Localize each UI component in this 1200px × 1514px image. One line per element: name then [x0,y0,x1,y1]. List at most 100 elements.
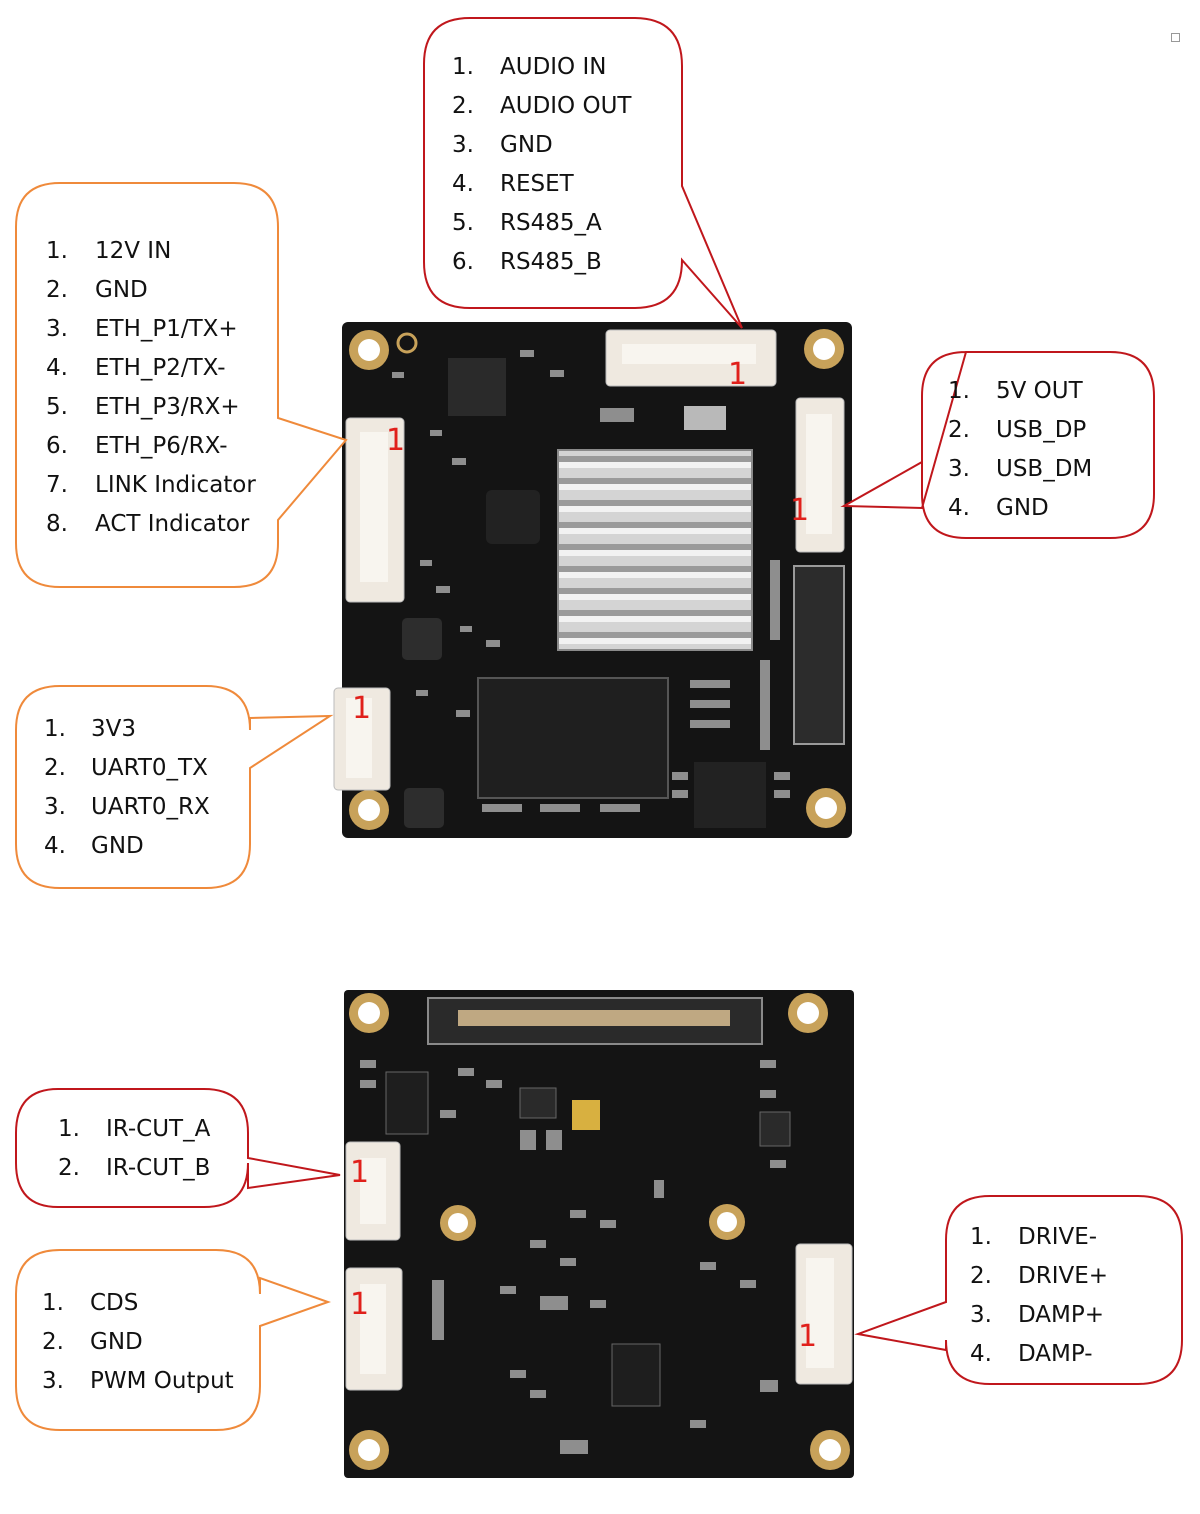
smd-components [392,350,790,812]
pin-number: 2. [452,93,474,119]
pin-number: 4. [44,833,66,859]
pin-label: GND [996,495,1049,521]
pin-number: 4. [970,1341,992,1367]
pin1-marker: 1 [386,423,405,458]
pin-number: 2. [58,1155,80,1181]
callout-usb: 1. 5V OUT 2. USB_DP 3. USB_DM 4. GND [840,351,1155,539]
callout-bubble [15,1249,332,1431]
pin-label: LINK Indicator [95,472,256,498]
pin-label: GND [90,1329,143,1355]
pin-label: RESET [500,171,575,197]
callout-power-eth: 1. 12V IN 2. GND 3. ETH_P1/TX+ 4. ETH_P2/TX- 5. E… [15,182,348,588]
pin-label: RS485_A [500,210,602,236]
callout-bubble [15,1088,341,1208]
pin1-marker: 1 [350,1287,369,1322]
pin-number: 1. [46,238,68,264]
pin-number: 6. [46,433,68,459]
pin-label: GND [95,277,148,303]
flash-chip [694,762,766,828]
pin1-marker: 1 [350,1155,369,1190]
chip-small [759,1111,791,1147]
inductor-top [486,490,540,544]
pin-number: 2. [44,755,66,781]
pin-label: AUDIO IN [500,54,606,80]
pin-label: USB_DM [996,456,1092,482]
pin-label: IR-CUT_B [106,1155,210,1181]
pin-label: ETH_P2/TX- [95,355,226,381]
mounting-hole-icon [349,329,846,830]
pin-number: 3. [452,132,474,158]
inductor-bottom [404,788,444,828]
pin-label: RS485_B [500,249,602,275]
pin-number: 1. [44,716,66,742]
chip-qfn [448,358,506,416]
driver-chip [611,1343,661,1407]
pin-number: 5. [452,210,474,236]
callouts: 1. AUDIO IN 2. AUDIO OUT 3. GND 4. RESET 5. RS485… [15,17,1183,1431]
heatsink [557,449,753,651]
fpc-connector [793,565,845,745]
pin-number: 1. [948,378,970,404]
pin-number: 3. [970,1302,992,1328]
pin-label: 12V IN [95,238,171,264]
pin-label: ACT Indicator [95,511,250,537]
inductor-small [402,618,442,660]
smd-components [360,1060,786,1454]
pin-number: 2. [970,1263,992,1289]
pin-label: UART0_RX [91,794,210,820]
callout-bubble [423,17,743,329]
pin-number: 1. [970,1224,992,1250]
callout-bubble [15,182,348,588]
callout-bubble [854,1195,1183,1385]
window-resize-handle [1171,33,1180,42]
pin-number: 8. [46,511,68,537]
pin-number: 2. [948,417,970,443]
pin-label: ETH_P6/RX- [95,433,228,459]
pin-label: AUDIO OUT [500,93,632,119]
pin-label: ETH_P3/RX+ [95,394,240,420]
pin-label: GND [91,833,144,859]
pin-label: GND [500,132,553,158]
pin-number: 4. [452,171,474,197]
pin-number: 4. [948,495,970,521]
top-board [333,322,852,838]
pin-label: IR-CUT_A [106,1116,211,1142]
pin-number: 3. [948,456,970,482]
pin1-marker: 1 [728,357,747,392]
pin-number: 2. [46,277,68,303]
pin-label: USB_DP [996,417,1086,443]
pin-label: DAMP- [1018,1341,1093,1367]
chip-so8 [385,1071,429,1135]
pin-label: UART0_TX [91,755,208,781]
pin-label: DAMP+ [1018,1302,1104,1328]
pin-number: 4. [46,355,68,381]
pin-number: 3. [46,316,68,342]
callout-audio: 1. AUDIO IN 2. AUDIO OUT 3. GND 4. RESET 5. RS485… [423,17,743,329]
pin-label: ETH_P1/TX+ [95,316,238,342]
pin-label: 5V OUT [996,378,1084,404]
mounting-hole-icon [349,993,850,1470]
tantalum-cap [572,1100,600,1130]
transistor [519,1087,557,1119]
pin-label: PWM Output [90,1368,234,1394]
callout-ircut: 1.IR-CUT_A2.IR-CUT_B [15,1088,341,1208]
callout-bubble [15,685,334,889]
pin-label: DRIVE+ [1018,1263,1108,1289]
pin-number: 6. [452,249,474,275]
pin-number: 2. [42,1329,64,1355]
pin-number: 3. [44,794,66,820]
callout-drive: 1. DRIVE- 2. DRIVE+ 3. DAMP+ 4. DAMP- [854,1195,1183,1385]
pin-label: CDS [90,1290,138,1316]
pin1-marker: 1 [352,691,371,726]
pin-number: 1. [452,54,474,80]
pin-label: DRIVE- [1018,1224,1097,1250]
memory-chip [477,677,669,799]
pin-number: 5. [46,394,68,420]
pin1-marker: 1 [790,493,809,528]
callout-bubble [840,351,1155,539]
bottom-pcb [344,990,854,1478]
